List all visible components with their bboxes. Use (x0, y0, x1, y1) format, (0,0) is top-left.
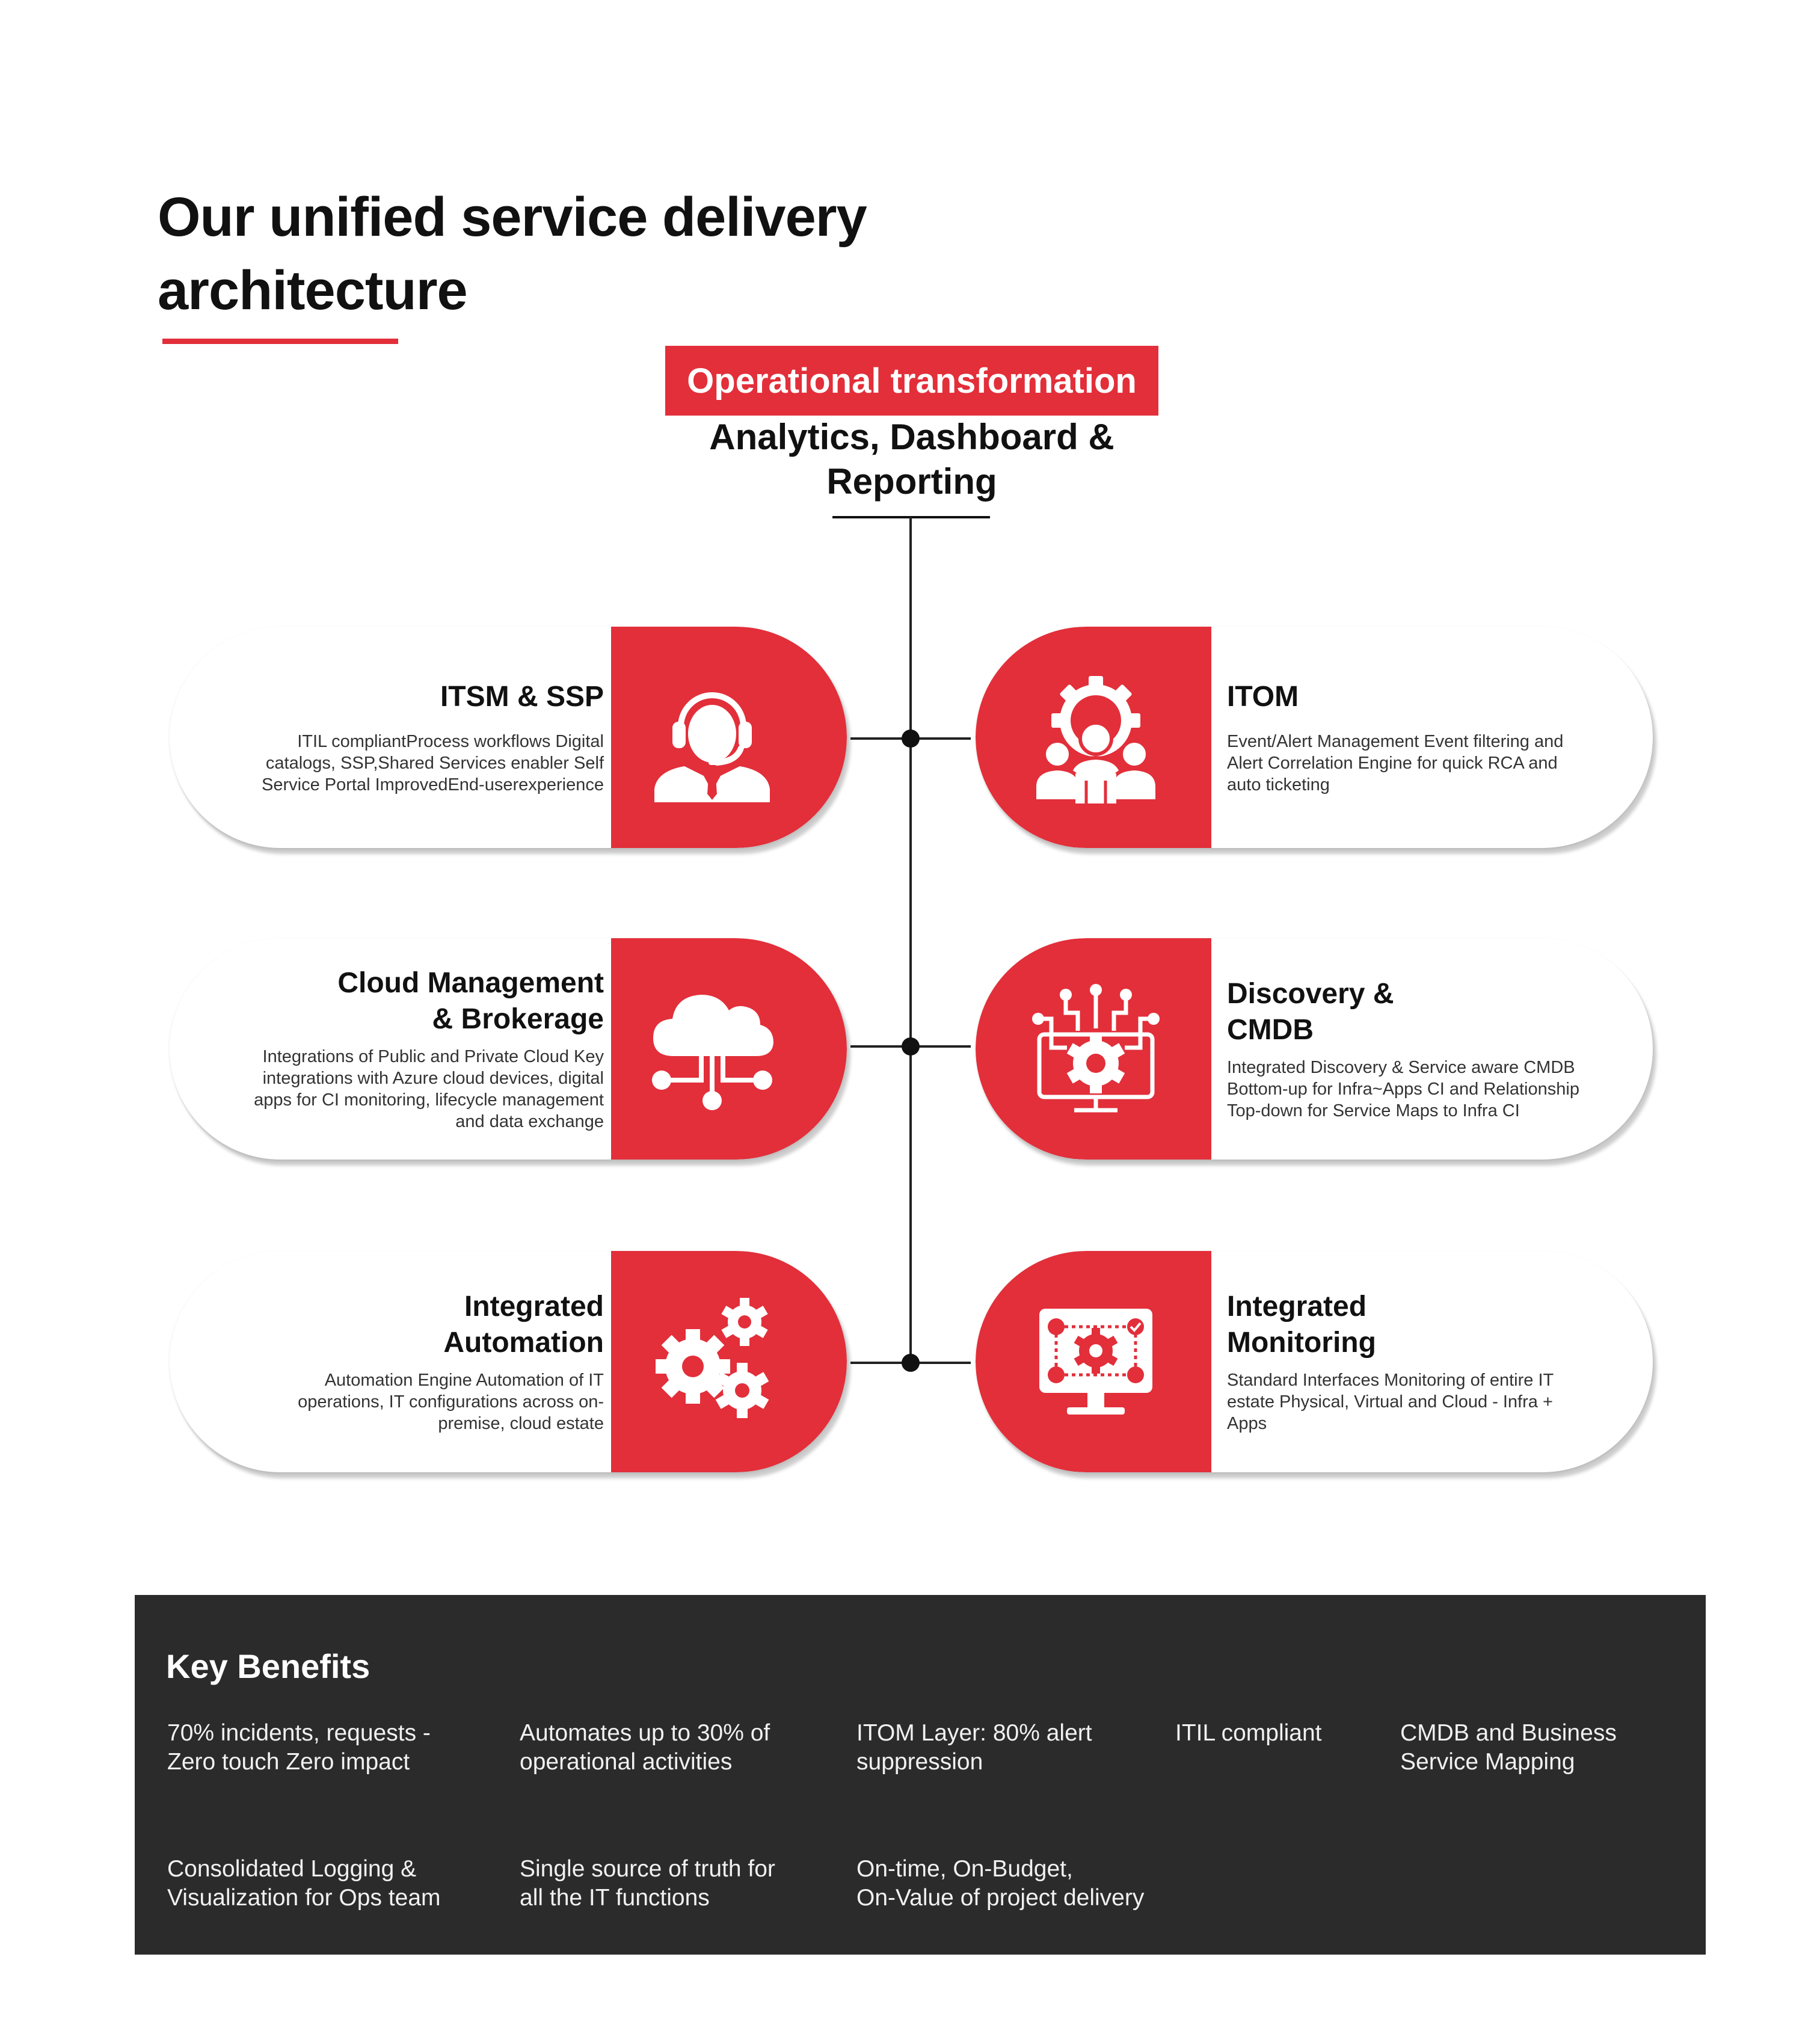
cloud-network-icon (652, 995, 773, 1110)
benefit-item: CMDB and Business Service Mapping (1400, 1719, 1689, 1777)
benefit-line: ITIL compliant (1175, 1720, 1322, 1746)
operational-transformation-label: Operational transformation (687, 361, 1137, 401)
benefit-item: ITOM Layer: 80% alert suppression (856, 1719, 1169, 1777)
benefit-line: 70% incidents, requests - (167, 1720, 431, 1746)
analytics-heading-line2: Reporting (826, 461, 997, 502)
card-cloud-management: Cloud Management & Brokerage Integration… (170, 938, 847, 1160)
benefit-line: Consolidated Logging & (167, 1856, 417, 1882)
card-itsm-description: ITIL compliantProcess workflows Digital … (262, 732, 604, 794)
benefit-line: On-time, On-Budget, (856, 1856, 1073, 1882)
card-itsm-ssp: ITSM & SSP ITIL compliantProcess workflo… (170, 627, 847, 848)
card-cloud-title-line1: Cloud Management (337, 967, 604, 999)
card-automation-title-line1: Integrated (464, 1291, 604, 1323)
headset-agent-icon (654, 692, 770, 802)
card-discovery-description: Integrated Discovery & Service aware CMD… (1227, 1058, 1579, 1120)
card-monitoring-description: Standard Interfaces Monitoring of entire… (1227, 1371, 1554, 1433)
benefit-line: Service Mapping (1400, 1749, 1575, 1775)
card-itom-title: ITOM (1227, 681, 1299, 713)
card-discovery-title-line1: Discovery & (1227, 978, 1394, 1010)
page-title: Our unified service delivery architectur… (158, 180, 1060, 327)
card-integrated-monitoring: Integrated Monitoring Standard Interface… (976, 1251, 1653, 1472)
card-automation-title: Integrated Automation (443, 1289, 604, 1361)
page-title-line1: Our unified service delivery (158, 186, 867, 248)
title-underline (162, 339, 398, 344)
benefit-line: On-Value of project delivery (856, 1885, 1145, 1911)
benefit-item: Single source of truth for all the IT fu… (520, 1855, 832, 1912)
benefit-line: Zero touch Zero impact (167, 1749, 410, 1775)
card-discovery-cmdb: Discovery & CMDB Integrated Discovery & … (976, 938, 1653, 1160)
card-itsm-title: ITSM & SSP (440, 681, 604, 713)
analytics-heading: Analytics, Dashboard & Reporting (692, 415, 1132, 504)
benefit-line: ITOM Layer: 80% alert (856, 1720, 1092, 1746)
monitoring-screen-icon (1039, 1309, 1152, 1415)
gears-icon (656, 1298, 769, 1418)
operational-transformation-badge: Operational transformation (665, 346, 1158, 416)
card-monitoring-title: Integrated Monitoring (1227, 1289, 1376, 1361)
card-itom-description: Event/Alert Management Event filtering a… (1227, 732, 1564, 794)
benefit-line: Single source of truth for (520, 1856, 775, 1882)
card-monitoring-title-line2: Monitoring (1227, 1327, 1376, 1359)
connector-dot-row2 (902, 1037, 920, 1055)
vertical-connector (909, 517, 912, 1363)
benefit-item: Automates up to 30% of operational activ… (520, 1719, 832, 1777)
connector-dot-row1 (902, 730, 920, 748)
benefit-line: suppression (856, 1749, 983, 1775)
key-benefits-title: Key Benefits (166, 1647, 370, 1685)
card-discovery-title-line2: CMDB (1227, 1014, 1314, 1046)
monitor-gear-circuit-icon (1032, 984, 1160, 1113)
benefit-line: Automates up to 30% of (520, 1720, 770, 1746)
page-title-line2: architecture (158, 260, 468, 321)
benefit-line: CMDB and Business (1400, 1720, 1617, 1746)
gear-team-icon (1033, 676, 1159, 803)
connector-dot-row3 (902, 1354, 920, 1372)
card-automation-description: Automation Engine Automation of IT opera… (298, 1371, 604, 1433)
benefit-item: On-time, On-Budget, On-Value of project … (856, 1855, 1193, 1912)
benefit-item: Consolidated Logging & Visualization for… (167, 1855, 480, 1912)
card-cloud-title-line2: & Brokerage (432, 1003, 604, 1035)
key-benefits-panel: Key Benefits 70% incidents, requests - Z… (135, 1595, 1706, 1955)
card-itom: ITOM Event/Alert Management Event filter… (976, 627, 1653, 848)
benefit-line: operational activities (520, 1749, 733, 1775)
benefit-line: Visualization for Ops team (167, 1885, 441, 1911)
card-integrated-automation: Integrated Automation Automation Engine … (170, 1251, 847, 1472)
card-cloud-description: Integrations of Public and Private Cloud… (254, 1047, 604, 1131)
benefit-item: 70% incidents, requests - Zero touch Zer… (167, 1719, 480, 1777)
analytics-heading-line1: Analytics, Dashboard & (709, 417, 1114, 457)
card-discovery-title: Discovery & CMDB (1227, 976, 1394, 1048)
benefit-line: all the IT functions (520, 1885, 710, 1911)
benefit-item: ITIL compliant (1175, 1719, 1380, 1748)
card-automation-title-line2: Automation (443, 1327, 604, 1359)
card-monitoring-title-line1: Integrated (1227, 1291, 1367, 1323)
card-cloud-title: Cloud Management & Brokerage (337, 965, 604, 1037)
